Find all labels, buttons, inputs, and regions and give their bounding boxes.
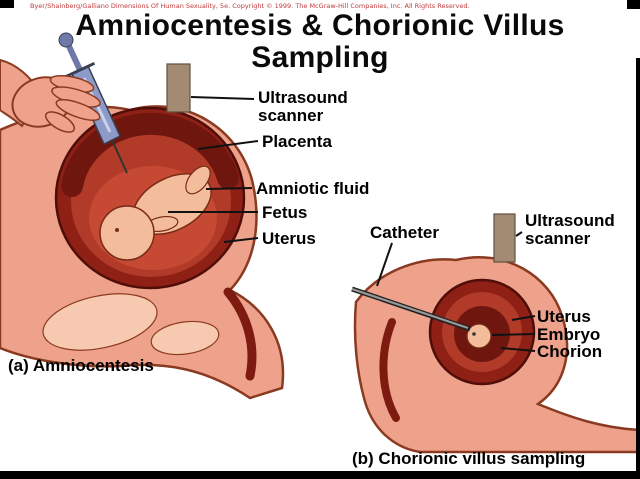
label-uterus-left: Uterus	[262, 229, 316, 248]
cvs-figure	[351, 213, 640, 454]
caption-cvs: (b) Chorionic villus sampling	[352, 449, 586, 468]
label-ultrasound-scanner-left: Ultrasound scanner	[258, 88, 348, 125]
border-artifact	[636, 58, 640, 471]
label-catheter: Catheter	[370, 223, 439, 242]
label-fetus: Fetus	[262, 203, 308, 222]
label-placenta: Placenta	[262, 132, 332, 151]
amniocentesis-figure	[0, 32, 285, 400]
leader-lines-left	[168, 96, 259, 243]
ultrasound-probe-right	[493, 213, 516, 263]
hand	[0, 58, 101, 133]
caption-amniocentesis: (a) Amniocentesis	[8, 356, 154, 375]
page-title: Amniocentesis & Chorionic Villus Samplin…	[75, 9, 565, 74]
label-embryo: Embryo	[537, 325, 601, 344]
embryo-shape	[466, 323, 492, 349]
ultrasound-probe-left	[166, 63, 191, 113]
label-amniotic-fluid: Amniotic fluid	[256, 179, 370, 198]
buttock-crease	[379, 318, 400, 422]
leader-lines-right	[376, 231, 536, 352]
birth-canal	[223, 287, 257, 381]
label-uterus-right: Uterus	[537, 307, 591, 326]
label-ultrasound-scanner-right: Ultrasound scanner	[525, 211, 615, 248]
needle	[111, 139, 128, 174]
border-artifact	[627, 0, 640, 9]
pelvis-bone	[42, 293, 158, 351]
catheter-line	[351, 286, 471, 332]
border-artifact	[0, 471, 640, 479]
label-chorion: Chorion	[537, 342, 603, 361]
border-artifact	[0, 0, 14, 8]
placenta-shape	[61, 112, 239, 197]
pelvis-bone	[150, 320, 220, 356]
copyright-line: Byer/Shainberg/Galliano Dimensions Of Hu…	[30, 2, 470, 10]
fetus-shape	[99, 165, 212, 261]
